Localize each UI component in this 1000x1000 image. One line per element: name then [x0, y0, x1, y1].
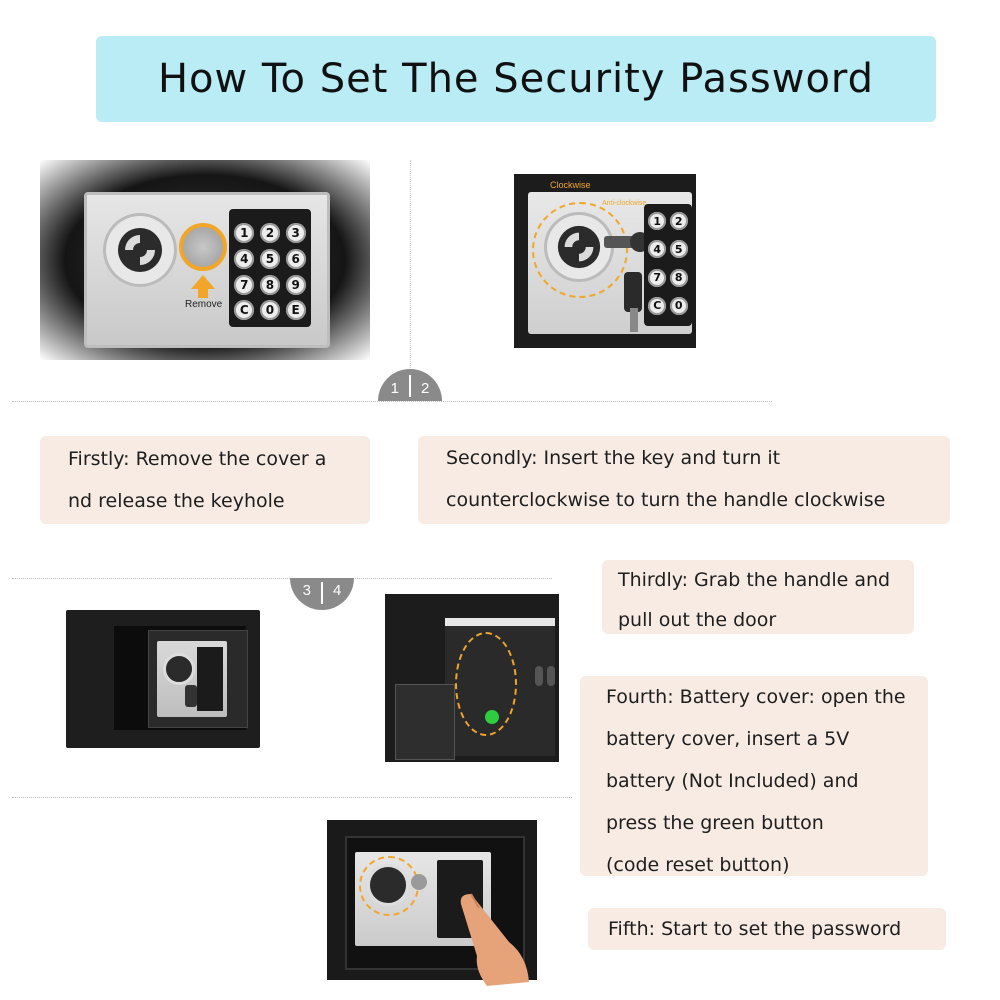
divider-line	[12, 797, 572, 798]
badge-number: 3	[302, 582, 311, 599]
arrow-up-icon	[191, 275, 215, 289]
keypad-key: 8	[669, 268, 688, 287]
green-button-icon	[485, 710, 499, 724]
step-badge-1-2: 1 2	[378, 369, 442, 401]
keypad-key: 1	[234, 223, 255, 243]
keypad-key: 5	[669, 240, 688, 259]
safe-panel	[355, 852, 491, 946]
handle-grip-icon	[118, 228, 162, 272]
caption-line: Thirdly: Grab the handle and	[618, 569, 891, 591]
keypad-key: 2	[259, 223, 280, 243]
caption-line: Firstly: Remove the cover a	[68, 448, 327, 470]
step2-caption: Secondly: Insert the key and turn it cou…	[418, 436, 950, 524]
divider-vertical	[410, 160, 411, 400]
keypad-key: 0	[259, 300, 280, 321]
caption-line: Secondly: Insert the key and turn it	[446, 447, 781, 469]
divider-line	[12, 578, 552, 579]
handle-icon	[544, 212, 614, 282]
keypad-key: 3	[285, 223, 306, 243]
keypad-key: 2	[669, 212, 688, 230]
battery-area-guide	[455, 632, 517, 736]
pointing-hand-icon	[460, 893, 529, 986]
keypad-key: 4	[234, 248, 255, 269]
rotation-guide	[532, 202, 628, 298]
keypad-key: 5	[259, 248, 280, 269]
handle-icon	[367, 864, 409, 906]
step-badge-3-4: 3 4	[290, 578, 354, 610]
caption-line: battery (Not Included) and	[606, 770, 859, 792]
caption-line: Fourth: Battery cover: open the	[606, 686, 906, 708]
badge-number: 2	[421, 380, 430, 397]
safe-door	[148, 630, 248, 728]
remove-label: Remove	[185, 299, 223, 310]
keypad-key: C	[234, 300, 255, 321]
page-title: How To Set The Security Password	[157, 56, 875, 102]
badge-number: 4	[333, 582, 342, 599]
step3-image	[66, 610, 260, 748]
caption-line: press the green button	[606, 812, 824, 834]
caption-line: battery cover, insert a 5V	[606, 728, 850, 750]
caption-line: (code reset button)	[606, 854, 790, 876]
keypad-key: E	[285, 300, 306, 321]
key-icon	[185, 685, 197, 707]
clockwise-label: Clockwise	[550, 180, 591, 190]
caption-line: Fifth: Start to set the password	[608, 918, 902, 940]
title-banner: How To Set The Security Password	[96, 36, 936, 122]
step4-caption: Fourth: Battery cover: open the battery …	[580, 676, 928, 876]
battery-cover-icon	[395, 684, 455, 760]
step5-image	[327, 820, 537, 986]
keypad-key: 0	[669, 296, 688, 315]
handle-icon	[103, 213, 177, 287]
keyhole-icon	[411, 874, 427, 890]
anticlockwise-label: Anti-clockwise	[602, 200, 647, 207]
keypad-key: 1	[648, 212, 667, 230]
caption-line: counterclockwise to turn the handle cloc…	[446, 489, 886, 511]
badge-number: 1	[390, 380, 399, 397]
handle-grip-icon	[557, 225, 601, 269]
handle-icon	[163, 653, 195, 685]
keypad-key: 6	[285, 248, 306, 269]
keypad-key: C	[648, 296, 667, 315]
step3-caption: Thirdly: Grab the handle and pull out th…	[602, 560, 914, 634]
keypad-key: 4	[648, 240, 667, 259]
step1-caption: Firstly: Remove the cover a nd release t…	[40, 436, 370, 524]
step4-image	[385, 594, 559, 762]
caption-line: nd release the keyhole	[68, 490, 285, 512]
keypad-key: 7	[234, 274, 255, 295]
keyhole-cover-icon	[179, 223, 227, 271]
keypad-key: 9	[285, 274, 306, 295]
caption-line: pull out the door	[618, 609, 777, 631]
keypad-key: 8	[259, 274, 280, 295]
keypad	[197, 647, 223, 711]
step5-caption: Fifth: Start to set the password	[588, 908, 946, 950]
keypad-key: 7	[648, 268, 667, 287]
divider-line	[12, 401, 772, 402]
